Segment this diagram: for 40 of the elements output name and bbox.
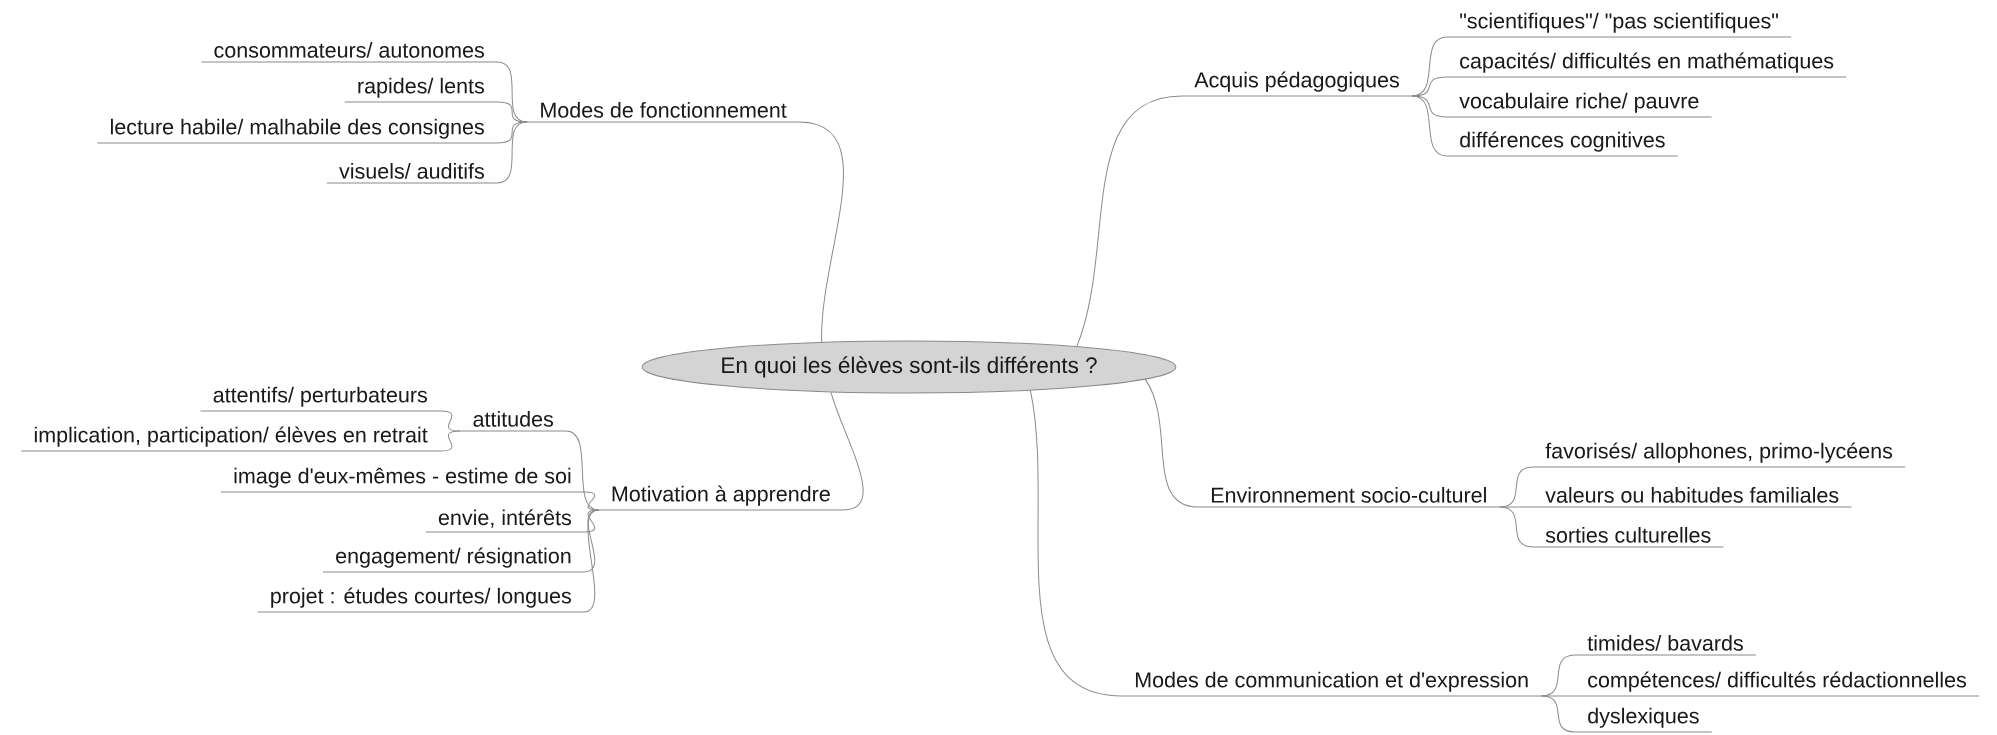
item-label: rapides/ lents	[344, 77, 498, 103]
item-label: lecture habile/ malhabile des consignes	[96, 118, 498, 144]
branch-line	[583, 509, 600, 613]
branch-line	[1499, 506, 1534, 548]
item-label: favorisés/ allophones, primo-lycéens	[1532, 442, 1906, 468]
item-label: projet : études courtes/ longues	[257, 587, 585, 613]
item-label: timides/ bavards	[1574, 635, 1757, 656]
item-label: engagement/ résignation	[322, 547, 585, 573]
topic-label: Environnement socio-culturel	[1197, 487, 1501, 508]
topic-label: Motivation à apprendre	[598, 485, 844, 511]
item-label: "scientifiques"/ "pas scientifiques"	[1446, 12, 1792, 38]
item-label: envie, intérêts	[425, 509, 585, 533]
branch-line	[583, 509, 600, 533]
item-label: compétences/ difficultés rédactionnelles	[1574, 671, 1980, 697]
item-label: valeurs ou habitudes familiales	[1532, 487, 1852, 508]
item-label: vocabulaire riche/ pauvre	[1446, 92, 1713, 118]
branch-line	[1540, 695, 1576, 733]
topic-label: Acquis pédagogiques	[1181, 71, 1413, 97]
branch-line	[1411, 95, 1448, 157]
item-label: visuels/ auditifs	[326, 163, 498, 184]
item-label: consommateurs/ autonomes	[200, 42, 498, 63]
item-label: implication, participation/ élèves en retrait	[20, 426, 441, 452]
item-label: différences cognitives	[1446, 131, 1679, 157]
topic-label: Modes de fonctionnement	[526, 102, 800, 123]
item-label: image d'eux-mêmes - estime de soi	[220, 467, 585, 493]
branch-line	[1411, 95, 1448, 118]
item-label: sorties culturelles	[1532, 527, 1724, 548]
branch-line	[830, 391, 864, 511]
branch-line	[798, 121, 844, 343]
item-label: attentifs/ perturbateurs	[200, 386, 441, 412]
branch-line	[439, 430, 461, 452]
branch-line	[1144, 378, 1199, 508]
topic-label: Modes de communication et d'expression	[1121, 671, 1542, 697]
item-label: dyslexiques	[1574, 707, 1713, 733]
topic-label: attitudes	[459, 411, 567, 432]
branch-line	[496, 121, 528, 184]
branch-line	[496, 121, 528, 144]
item-label: capacités/ difficultés en mathématiques	[1446, 52, 1847, 78]
branch-line	[1029, 390, 1123, 697]
branch-line	[1076, 95, 1183, 347]
